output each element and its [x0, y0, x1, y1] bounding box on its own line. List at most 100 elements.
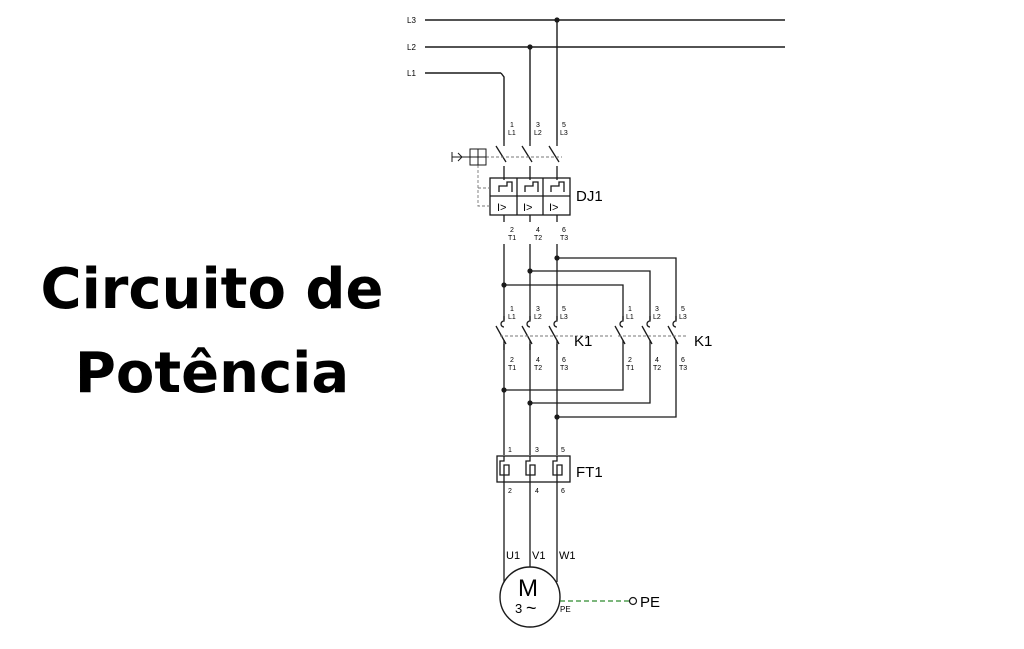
terminal-name: L1	[508, 130, 516, 137]
terminal-number: 2	[508, 488, 512, 495]
terminal-name: T3	[679, 365, 687, 372]
supply-label-l1: L1	[407, 69, 416, 78]
breaker-dj1: 1 L1 3 L2 5 L3	[451, 122, 603, 242]
ground-label: PE	[640, 594, 660, 611]
terminal-name: T3	[560, 235, 568, 242]
crossover-link	[530, 270, 651, 320]
terminal-number: 5	[561, 447, 565, 454]
motor-terminal: V1	[532, 550, 545, 562]
terminal-number: 6	[561, 488, 565, 495]
overload-relay-ft1: 1 3 5 FT1 2 4 6	[496, 447, 603, 495]
terminal-number: 4	[536, 357, 540, 364]
contact-pole	[614, 316, 626, 345]
terminal-name: T1	[626, 365, 634, 372]
trip-symbol: I>	[549, 202, 558, 214]
breaker-pole	[495, 140, 507, 180]
motor-tilde: ~	[526, 598, 537, 618]
terminal-number: 5	[681, 306, 685, 313]
terminal-name: L2	[534, 130, 542, 137]
terminal-number: 3	[655, 306, 659, 313]
contactor-k1-left: 1 L1 3 L2 5 L3 K1 2 T1 4 T2 6 T3	[495, 306, 612, 372]
thermal-element	[499, 456, 510, 482]
phase-conductors	[503, 244, 677, 455]
crossover-link	[557, 340, 677, 418]
junction-dot	[554, 17, 560, 23]
supply-lines	[425, 19, 785, 140]
supply-label-l3: L3	[407, 16, 416, 25]
conductor-junctions	[501, 255, 560, 420]
terminal-name: L3	[679, 314, 687, 321]
motor-feed	[503, 482, 558, 582]
thermal-element	[524, 181, 539, 192]
thermal-element	[550, 181, 565, 192]
motor-m3: M 3 ~ PE PE	[499, 566, 660, 628]
supply-label-l2: L2	[407, 43, 416, 52]
terminal-name: T2	[534, 365, 542, 372]
breaker-pole	[521, 140, 533, 180]
terminal-number: 2	[510, 357, 514, 364]
crossover-link	[557, 257, 677, 320]
terminal-name: T3	[560, 365, 568, 372]
contact-pole	[641, 316, 653, 345]
ground-terminal	[628, 596, 638, 606]
terminal-number: 4	[536, 227, 540, 234]
terminal-number: 6	[681, 357, 685, 364]
terminal-name: L3	[560, 130, 568, 137]
breaker-pole	[548, 140, 560, 180]
terminal-number: 3	[535, 447, 539, 454]
terminal-name: L2	[534, 314, 542, 321]
contactor-k1-right: 1 L1 3 L2 5 L3 K1 2 T1 4 T2 6 T3	[614, 306, 712, 372]
terminal-number: 4	[535, 488, 539, 495]
terminal-number: 3	[536, 306, 540, 313]
title-line-1: Circuito de	[40, 257, 384, 322]
terminal-number: 2	[628, 357, 632, 364]
thermal-element	[525, 456, 536, 482]
title-line-2: Potência	[74, 341, 350, 406]
thermal-element	[552, 456, 563, 482]
terminal-number: 6	[562, 227, 566, 234]
relay-label: FT1	[576, 464, 603, 481]
terminal-name: T1	[508, 365, 516, 372]
junction-dot	[501, 282, 507, 288]
motor-terminal: W1	[559, 550, 576, 562]
thermal-element	[498, 181, 513, 192]
contactor-label: K1	[694, 333, 712, 350]
supply-junctions	[527, 17, 560, 50]
contact-pole	[548, 316, 560, 350]
motor-pe-terminal: PE	[560, 605, 571, 614]
mechanical-link	[477, 165, 490, 207]
terminal-number: 4	[655, 357, 659, 364]
breaker-label: DJ1	[576, 188, 603, 205]
terminal-number: 3	[536, 122, 540, 129]
junction-dot	[554, 255, 560, 261]
crossover-link	[530, 340, 651, 404]
contactor-label: K1	[574, 333, 592, 350]
crossover-link	[504, 284, 624, 320]
crossover-link	[504, 340, 624, 391]
terminal-number: 1	[510, 306, 514, 313]
terminal-name: L1	[508, 314, 516, 321]
manual-actuator-handle	[451, 152, 470, 162]
contact-pole	[667, 316, 679, 345]
junction-dot	[501, 387, 507, 393]
motor-phases: 3	[515, 601, 522, 616]
l1-drop	[500, 72, 505, 140]
terminal-number: 5	[562, 306, 566, 313]
terminal-number: 5	[562, 122, 566, 129]
terminal-name: T2	[534, 235, 542, 242]
junction-dot	[554, 414, 560, 420]
terminal-number: 1	[508, 447, 512, 454]
terminal-number: 6	[562, 357, 566, 364]
motor-symbol	[499, 566, 561, 628]
contact-pole	[495, 316, 507, 350]
motor-letter: M	[518, 575, 538, 602]
page-title: Circuito de Potência	[22, 248, 402, 416]
terminal-number: 2	[510, 227, 514, 234]
junction-dot	[527, 268, 533, 274]
relay-box	[496, 455, 571, 483]
trip-symbol: I>	[497, 202, 506, 214]
terminal-name: L3	[560, 314, 568, 321]
motor-terminal: U1	[506, 550, 520, 562]
trip-symbol: I>	[523, 202, 532, 214]
